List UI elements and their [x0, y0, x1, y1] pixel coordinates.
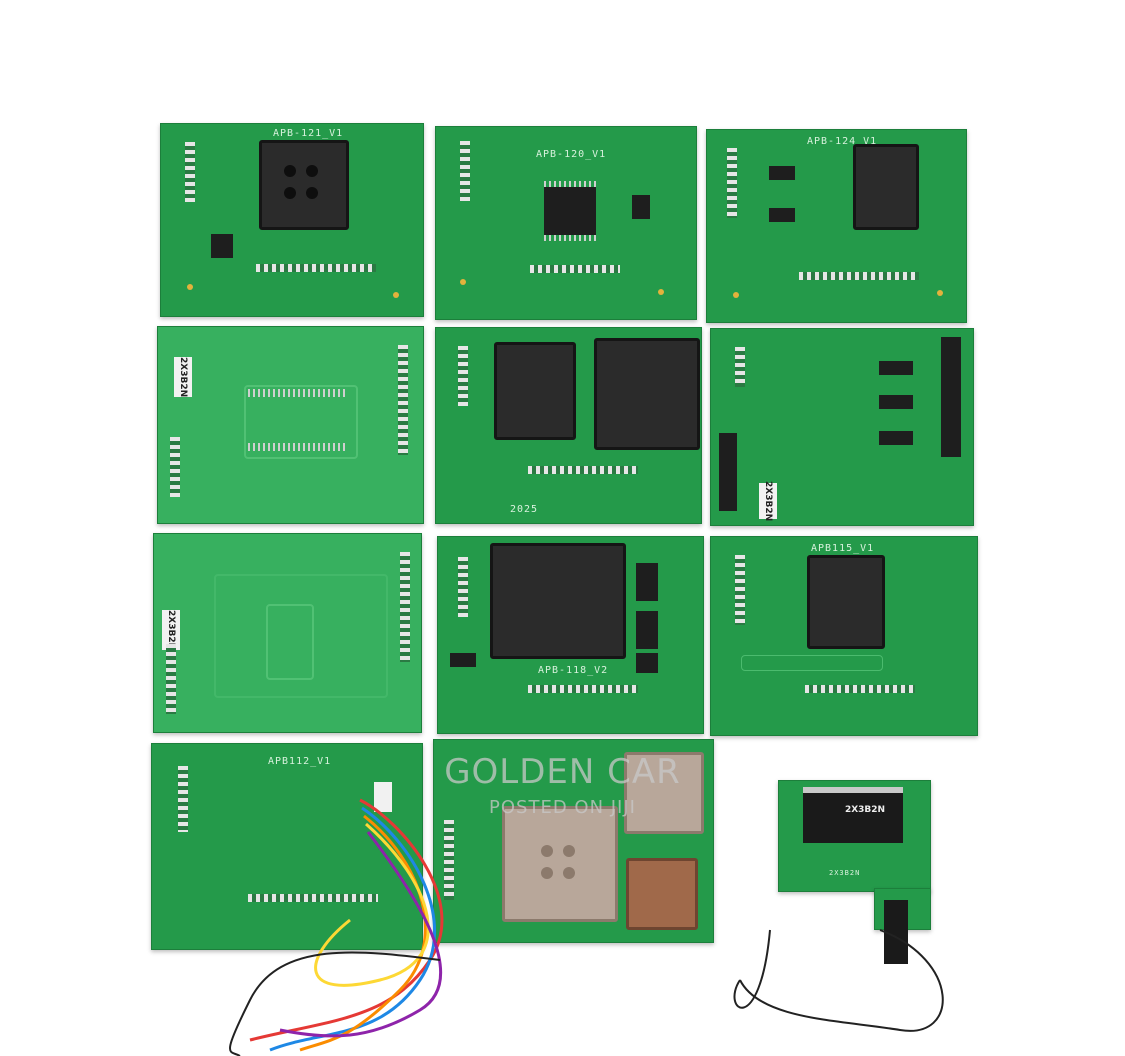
pin-header	[727, 148, 737, 218]
ic-chip	[636, 563, 658, 601]
pin-header	[458, 557, 468, 617]
board-label: 2X3B2N	[829, 869, 861, 877]
ic-chip	[769, 208, 795, 222]
wire-connector	[374, 782, 392, 812]
pin-header	[735, 347, 745, 387]
plcc-socket	[624, 752, 704, 834]
board-date: 2025	[510, 504, 539, 515]
pin-header	[185, 142, 195, 202]
adapter-board-db25: 2X3B2N 2X3B2N	[778, 780, 931, 892]
tsop-socket	[490, 543, 626, 659]
sticker-label: 2X3B2N	[845, 799, 885, 821]
watermark-title: GOLDEN CAR	[444, 752, 681, 792]
pin-header	[528, 466, 638, 474]
adapter-board-tsop: 2X3B2N	[157, 326, 424, 524]
adapter-board-apb118: APB-118_V2	[437, 536, 704, 734]
pin-header	[170, 437, 180, 497]
board-label: APB115_V1	[811, 543, 875, 554]
board-label: APB112_V1	[268, 756, 332, 767]
adapter-board-apb124: APB-124_V1	[706, 129, 967, 323]
sop-socket	[494, 342, 576, 440]
pin-header	[398, 345, 408, 455]
ic-chip	[769, 166, 795, 180]
ic-chip	[632, 195, 650, 219]
pin-header	[444, 820, 454, 900]
ic-chip	[636, 653, 658, 673]
pin-header	[458, 346, 468, 406]
ic-chip	[879, 395, 913, 409]
pin-header	[166, 644, 176, 714]
pin-header	[460, 141, 470, 201]
qfp-chip	[544, 187, 596, 235]
adapter-board-plcc-dual	[433, 739, 714, 943]
sticker-label: 2X3B2N	[759, 481, 777, 521]
pin-header	[528, 685, 638, 693]
sticker-label: 2X3B2N	[174, 357, 192, 397]
adapter-board-tssop: 2X3B2N	[153, 533, 422, 733]
board-label: APB-124_V1	[807, 136, 878, 147]
plcc-socket	[626, 858, 698, 930]
connector	[719, 433, 737, 511]
ic-chip	[879, 431, 913, 445]
sticker-label: 2X3B2N	[162, 610, 180, 650]
watermark-subtitle: POSTED ON JIJI	[489, 797, 636, 818]
sop-socket	[853, 144, 919, 230]
adapter-board-connector: 2X3B2N	[710, 328, 974, 526]
plcc-socket	[502, 806, 618, 922]
pin-header	[256, 264, 376, 272]
pin-header	[799, 272, 919, 280]
ic-chip	[211, 234, 233, 258]
connector	[941, 337, 961, 457]
pin-header	[248, 894, 378, 902]
board-label: APB-121_V1	[273, 128, 344, 139]
sop-socket	[594, 338, 700, 450]
ic-chip	[636, 611, 658, 649]
ic-chip	[450, 653, 476, 667]
board-label: APB-118_V2	[538, 665, 609, 676]
edge-connector	[884, 900, 908, 964]
pin-header	[400, 552, 410, 662]
pin-header	[178, 766, 188, 832]
board-label: APB-120_V1	[536, 149, 607, 160]
adapter-board-apb121: APB-121_V1	[160, 123, 424, 317]
adapter-board-apb115: APB115_V1	[710, 536, 978, 736]
adapter-board-sop-dual: 2025	[435, 327, 702, 524]
adapter-board-apb120: APB-120_V1	[435, 126, 697, 320]
sop-socket	[807, 555, 885, 649]
ic-chip	[879, 361, 913, 375]
pin-header	[805, 685, 915, 693]
plcc-socket	[259, 140, 349, 230]
pin-header	[735, 555, 745, 625]
pin-header	[530, 265, 620, 273]
